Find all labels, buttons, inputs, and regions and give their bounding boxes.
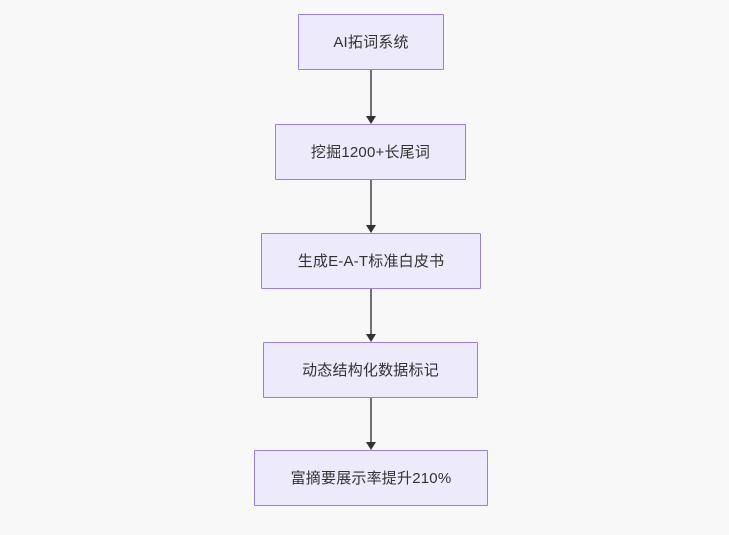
connector-line [370,289,372,335]
flow-connector-4 [364,398,378,450]
flow-node-label: 动态结构化数据标记 [302,361,439,379]
flow-connector-3 [364,289,378,342]
flow-connector-1 [364,70,378,124]
connector-line [370,70,372,117]
flow-node-mine-longtail-keywords[interactable]: 挖掘1200+长尾词 [275,124,466,180]
flow-node-dynamic-structured-data-markup[interactable]: 动态结构化数据标记 [263,342,478,398]
connector-line [370,398,372,443]
down-arrow-icon [366,225,376,233]
flow-node-label: AI拓词系统 [333,33,409,51]
down-arrow-icon [366,334,376,342]
connector-line [370,180,372,226]
flow-connector-2 [364,180,378,233]
flow-node-label: 富摘要展示率提升210% [290,469,452,487]
flow-node-rich-snippet-impression-lift[interactable]: 富摘要展示率提升210% [254,450,488,506]
down-arrow-icon [366,116,376,124]
down-arrow-icon [366,442,376,450]
flow-node-ai-keyword-system[interactable]: AI拓词系统 [298,14,444,70]
flow-node-label: 生成E-A-T标准白皮书 [297,252,445,270]
flow-node-generate-eat-whitepaper[interactable]: 生成E-A-T标准白皮书 [261,233,481,289]
flow-node-label: 挖掘1200+长尾词 [310,143,431,161]
